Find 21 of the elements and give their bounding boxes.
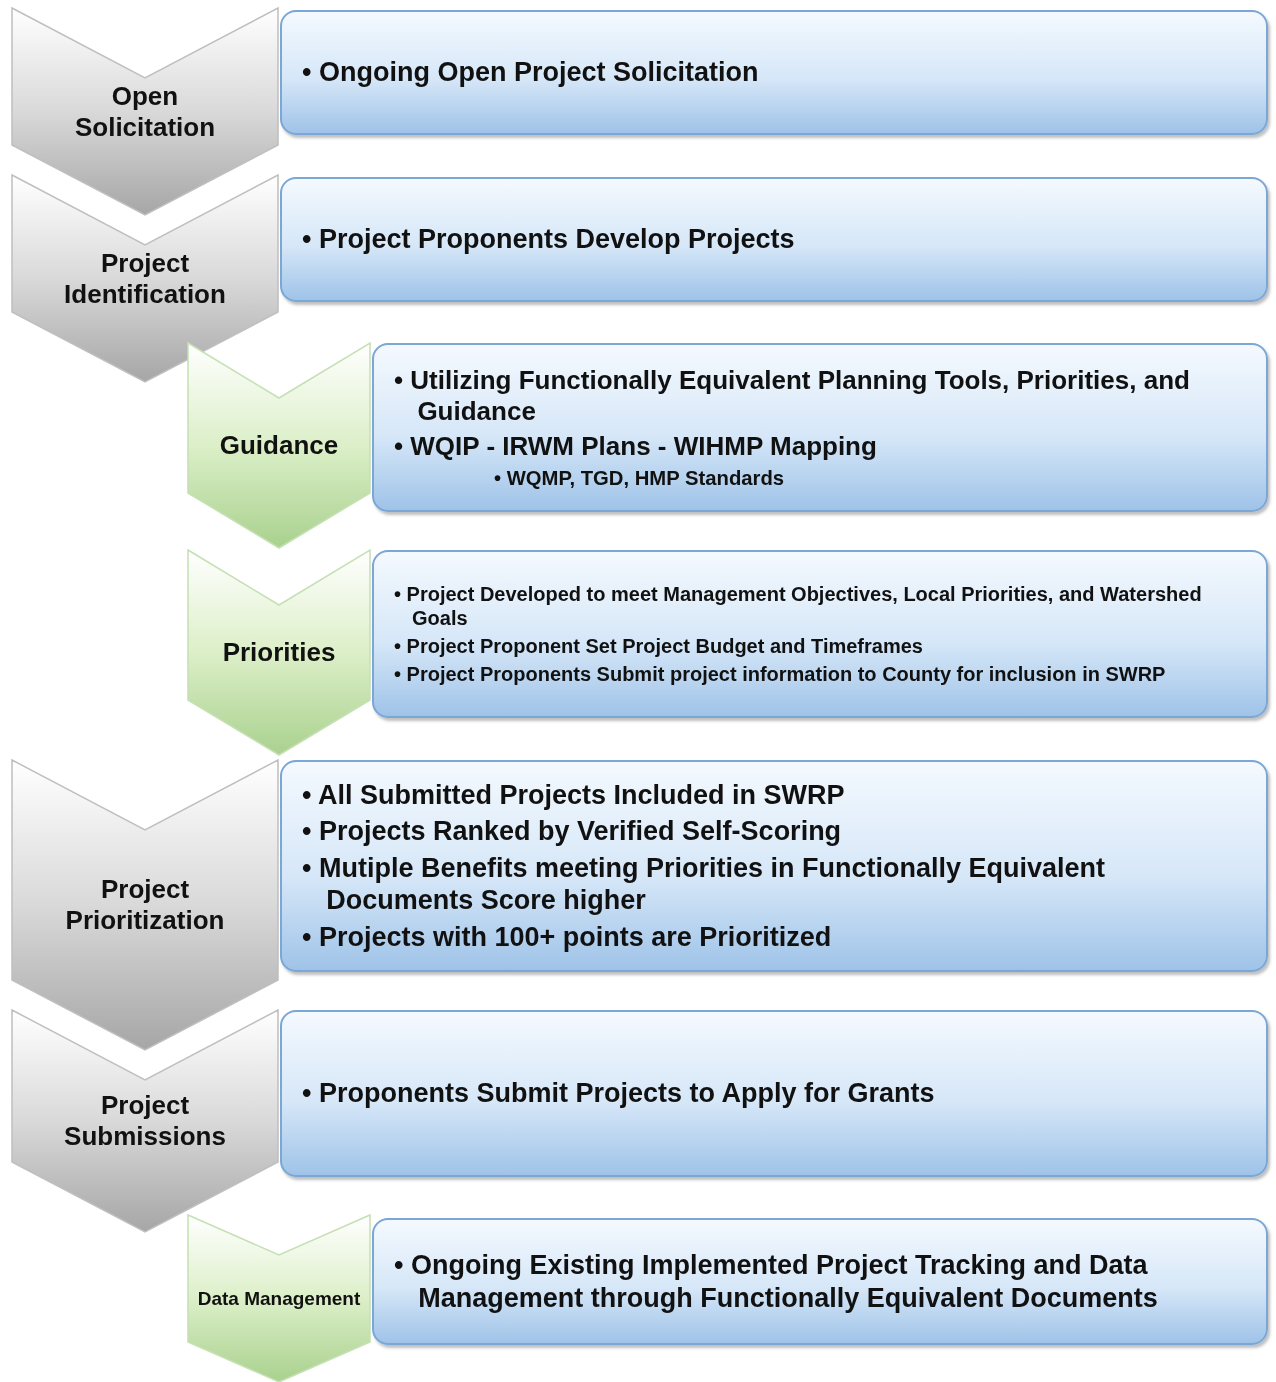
bullet-text: • Project Developed to meet Management Objectives, Local Priorities, and Watershed Goals [394,582,1203,630]
bullet-text: • Proponents Submit Projects to Apply for Grants [302,1077,935,1110]
bullet-text: • Projects with 100+ points are Prioritized [302,920,832,953]
bullet-text: • Ongoing Existing Implemented Project Tracking and Data Management through Functionally Equivalent Documents [394,1249,1159,1314]
bullet-text: • Utilizing Functionally Equivalent Planning Tools, Priorities, and Guidance [394,364,1191,427]
bullet-text: • Projects Ranked by Verified Self-Scoring [302,815,842,848]
stage-label: Open Solicitation [73,80,217,143]
bullet-text: • All Submitted Projects Included in SWRP [302,779,845,812]
bullet-text: • WQMP, TGD, HMP Standards [494,466,785,491]
stage-label: Project Submissions [63,1090,227,1152]
bullet-text: • Ongoing Open Project Solicitation [302,56,759,89]
stage-label: Priorities [222,637,336,668]
stage-label: Data Management [197,1287,361,1310]
bullet-text: • Project Proponent Set Project Budget and Timeframes [394,634,923,658]
bullet-text: • Project Proponents Develop Projects [302,223,795,256]
stage-label: Project Prioritization [64,874,226,936]
stage-label: Project Identification [63,247,227,310]
bullet-text: • Mutiple Benefits meeting Priorities in Functionally Equivalent Documents Score higher [302,851,1107,917]
bullet-text: • WQIP - IRWM Plans - WIHMP Mapping [394,430,877,463]
stage-label: Guidance [219,430,339,461]
bullet-text: • Project Proponents Submit project information to County for inclusion in SWRP [394,662,1166,686]
